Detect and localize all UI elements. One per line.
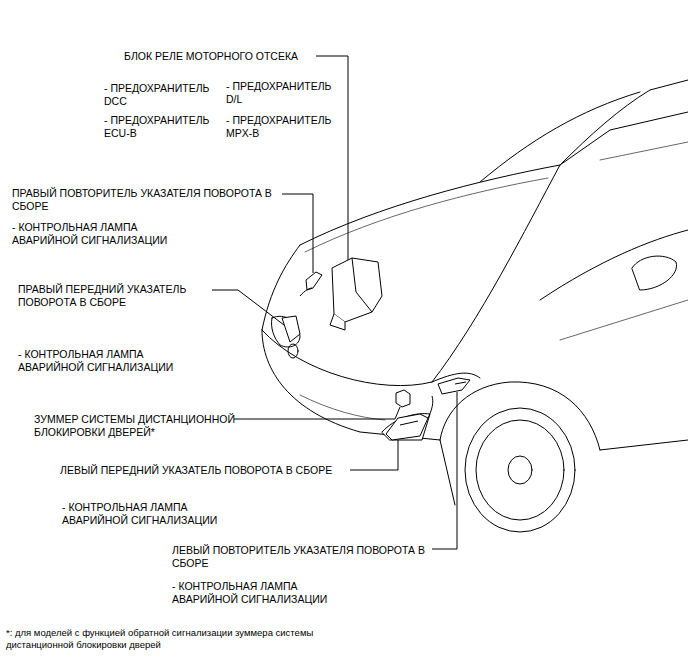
fuse-label: - ПРЕДОХРАНИТЕЛЬ ECU-B bbox=[104, 114, 222, 140]
sub-part-label: - КОНТРОЛЬНАЯ ЛАМПА АВАРИЙНОЙ СИГНАЛИЗАЦ… bbox=[12, 221, 197, 247]
fuse-label: - ПРЕДОХРАНИТЕЛЬ MPX-B bbox=[226, 114, 344, 140]
part-label: ЗУММЕР СИСТЕМЫ ДИСТАНЦИОННОЙ БЛОКИРОВКИ … bbox=[34, 413, 249, 439]
sub-part-label: - КОНТРОЛЬНАЯ ЛАМПА АВАРИЙНОЙ СИГНАЛИЗАЦ… bbox=[62, 501, 247, 527]
part-label: БЛОК РЕЛЕ МОТОРНОГО ОТСЕКА bbox=[124, 50, 324, 63]
leader-line bbox=[212, 290, 284, 325]
sub-part-label: - КОНТРОЛЬНАЯ ЛАМПА АВАРИЙНОЙ СИГНАЛИЗАЦ… bbox=[18, 348, 203, 374]
leader-line bbox=[350, 440, 398, 470]
components bbox=[282, 258, 470, 440]
part-label: ПРАВЫЙ ПЕРЕДНИЙ УКАЗАТЕЛЬ ПОВОРОТА В СБО… bbox=[18, 283, 218, 309]
sub-part-label: - КОНТРОЛЬНАЯ ЛАМПА АВАРИЙНОЙ СИГНАЛИЗАЦ… bbox=[172, 580, 357, 606]
fuse-label: - ПРЕДОХРАНИТЕЛЬ DCC bbox=[104, 82, 222, 108]
part-label: ЛЕВЫЙ ПЕРЕДНИЙ УКАЗАТЕЛЬ ПОВОРОТА В СБОР… bbox=[60, 464, 355, 477]
leader-line bbox=[432, 392, 457, 549]
footnote: *: для моделей с функцией обратной сигна… bbox=[6, 627, 324, 651]
leader-line bbox=[234, 407, 400, 419]
fuse-label: - ПРЕДОХРАНИТЕЛЬ D/L bbox=[226, 80, 344, 106]
part-label: ЛЕВЫЙ ПОВТОРИТЕЛЬ УКАЗАТЕЛЯ ПОВОРОТА В С… bbox=[172, 544, 457, 570]
part-label: ПРАВЫЙ ПОВТОРИТЕЛЬ УКАЗАТЕЛЯ ПОВОРОТА В … bbox=[12, 187, 302, 213]
leader-line bbox=[282, 194, 313, 273]
